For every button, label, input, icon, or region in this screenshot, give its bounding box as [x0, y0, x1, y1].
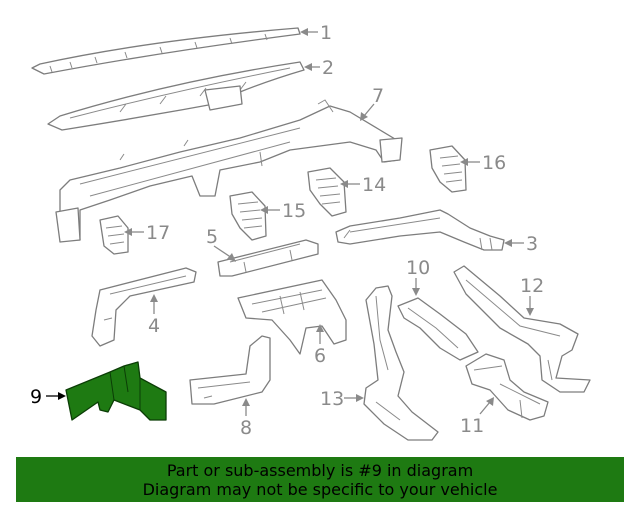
callout-3[interactable]: 3 [504, 233, 538, 255]
svg-text:13: 13 [320, 388, 344, 410]
svg-text:10: 10 [406, 257, 430, 279]
svg-text:12: 12 [520, 275, 544, 297]
svg-text:9: 9 [30, 386, 42, 408]
callout-4[interactable]: 4 [148, 294, 160, 337]
callout-8[interactable]: 8 [240, 398, 252, 439]
part-17[interactable] [99, 215, 129, 255]
svg-text:2: 2 [322, 57, 334, 79]
callout-7[interactable]: 7 [360, 85, 384, 121]
callout-5[interactable]: 5 [206, 226, 236, 262]
callout-17[interactable]: 17 [124, 222, 170, 244]
callout-2[interactable]: 2 [304, 57, 334, 79]
part-9[interactable] [65, 361, 167, 421]
callout-12[interactable]: 12 [520, 275, 544, 316]
part-11[interactable] [465, 353, 549, 421]
part-2[interactable] [47, 61, 305, 131]
svg-text:7: 7 [372, 85, 384, 107]
svg-text:16: 16 [482, 152, 506, 174]
svg-text:15: 15 [282, 200, 306, 222]
part-16[interactable] [429, 145, 467, 193]
callout-11[interactable]: 11 [460, 397, 494, 437]
info-banner: Part or sub-assembly is #9 in diagram Di… [16, 457, 624, 502]
callout-9[interactable]: 9 [30, 386, 66, 408]
banner-line-2: Diagram may not be specific to your vehi… [142, 479, 498, 499]
svg-text:6: 6 [314, 345, 326, 367]
part-14[interactable] [307, 167, 347, 217]
callout-14[interactable]: 14 [340, 174, 386, 196]
svg-text:14: 14 [362, 174, 386, 196]
part-7[interactable] [55, 99, 403, 243]
banner-line-1: Part or sub-assembly is #9 in diagram [166, 460, 474, 480]
svg-text:4: 4 [148, 315, 160, 337]
part-3[interactable] [335, 209, 505, 251]
svg-text:5: 5 [206, 226, 218, 248]
callout-16[interactable]: 16 [460, 152, 506, 174]
part-5[interactable] [217, 239, 319, 277]
callout-13[interactable]: 13 [320, 388, 364, 410]
svg-text:11: 11 [460, 415, 484, 437]
part-4[interactable] [91, 267, 197, 347]
callout-6[interactable]: 6 [314, 324, 326, 367]
part-6[interactable] [237, 279, 347, 355]
part-8[interactable] [189, 335, 271, 405]
part-1[interactable] [31, 27, 301, 75]
part-13[interactable] [363, 285, 439, 441]
svg-text:8: 8 [240, 417, 252, 439]
part-12[interactable] [453, 265, 591, 393]
part-10[interactable] [397, 297, 479, 361]
callout-10[interactable]: 10 [406, 257, 430, 296]
svg-text:17: 17 [146, 222, 170, 244]
part-15[interactable] [229, 191, 267, 241]
svg-text:1: 1 [320, 22, 332, 44]
callout-15[interactable]: 15 [260, 200, 306, 222]
svg-text:3: 3 [526, 233, 538, 255]
parts-diagram: 1 2 7 16 14 15 17 3 5 [30, 22, 591, 441]
callout-1[interactable]: 1 [300, 22, 332, 44]
